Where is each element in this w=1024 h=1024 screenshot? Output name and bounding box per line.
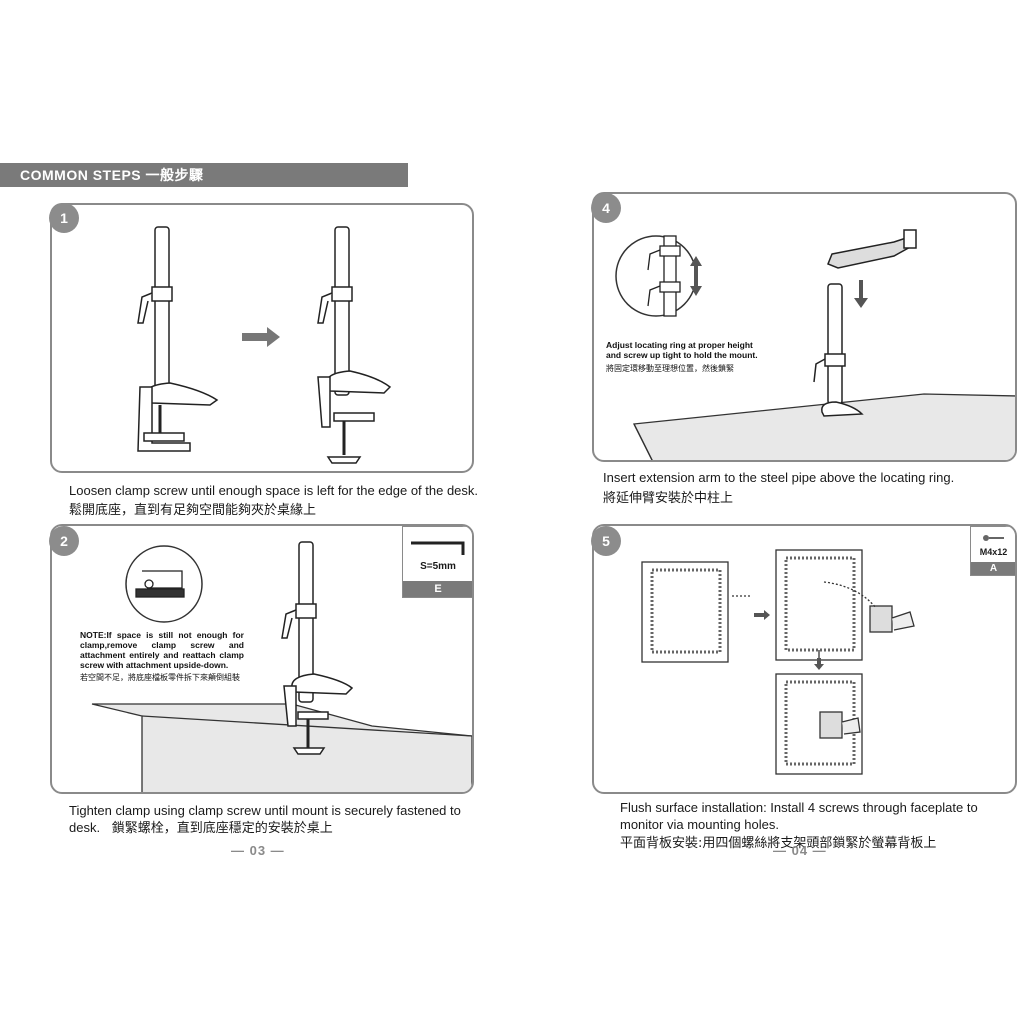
section-title: COMMON STEPS 一般步驟 xyxy=(20,167,204,183)
page-number-right: — 04 — xyxy=(773,843,827,858)
arrow-updown-icon xyxy=(690,256,702,296)
tool-letter: E xyxy=(403,581,472,597)
tool-size-label: S=5mm xyxy=(420,561,456,572)
step-1-caption-zh: 鬆開底座，直到有足夠空間能夠夾於桌緣上 xyxy=(69,503,317,518)
step-4-caption-zh: 將延伸臂安裝於中柱上 xyxy=(603,491,734,506)
step-2-badge: 2 xyxy=(49,526,79,556)
step-4-caption: Insert extension arm to the steel pipe a… xyxy=(603,469,1003,507)
step-1-badge: 1 xyxy=(49,203,79,233)
step-4-badge: 4 xyxy=(591,193,621,223)
step-5-caption-en: Flush surface installation: Install 4 sc… xyxy=(620,800,978,832)
step-4-note-zh: 將固定環移動至理想位置，然後鎖緊 xyxy=(606,364,734,373)
arrow-down-icon xyxy=(854,280,868,308)
step-5-caption-zh: 平面背板安裝:用四個螺絲將支架頭部鎖緊於螢幕背板上 xyxy=(620,836,937,851)
arrow-down-small-icon xyxy=(814,658,824,670)
step-2-caption-zh: 鎖緊螺栓，直到底座穩定的安裝於桌上 xyxy=(111,821,333,836)
tool-tag-hex-key: S=5mm E xyxy=(402,526,472,598)
step-2-caption-en: Tighten clamp using clamp screw until mo… xyxy=(69,803,461,835)
page-number-left: — 03 — xyxy=(231,843,285,858)
arrow-right-small-icon xyxy=(754,610,770,620)
step-4-note-en: Adjust locating ring at proper height an… xyxy=(606,340,758,360)
step-1-illustration xyxy=(137,226,392,464)
screw-icon xyxy=(983,535,1004,541)
arrow-right-icon xyxy=(242,327,280,347)
step-4-caption-en: Insert extension arm to the steel pipe a… xyxy=(603,470,955,485)
step-2-illustration xyxy=(91,541,472,792)
step-5-caption: Flush surface installation: Install 4 sc… xyxy=(620,799,990,852)
step-2-note: NOTE:If space is still not enough for cl… xyxy=(80,630,244,683)
step-5-badge: 5 xyxy=(591,526,621,556)
step-4-panel: Adjust locating ring at proper height an… xyxy=(592,192,1017,462)
step-2-note-zh: 若空間不足，將底座檔板零件拆下來顛倒組裝 xyxy=(80,673,240,682)
step-5-panel: M4x12 A xyxy=(592,524,1017,794)
step-4-note: Adjust locating ring at proper height an… xyxy=(606,340,768,374)
step-2-note-en: NOTE:If space is still not enough for cl… xyxy=(80,630,244,670)
step-5-illustration xyxy=(641,549,915,775)
screw-size-label: M4x12 xyxy=(979,547,1008,557)
step-4-illustration xyxy=(615,229,1015,460)
step-1-caption-en: Loosen clamp screw until enough space is… xyxy=(69,483,479,498)
screw-letter: A xyxy=(971,562,1015,575)
section-banner: COMMON STEPS 一般步驟 xyxy=(0,163,408,187)
screw-tag: M4x12 A xyxy=(970,526,1015,576)
step-2-caption: Tighten clamp using clamp screw until mo… xyxy=(69,802,464,837)
step-1-panel xyxy=(50,203,474,473)
step-1-caption: Loosen clamp screw until enough space is… xyxy=(69,482,489,519)
step-2-panel: NOTE:If space is still not enough for cl… xyxy=(50,524,474,794)
hex-key-icon xyxy=(411,541,465,555)
